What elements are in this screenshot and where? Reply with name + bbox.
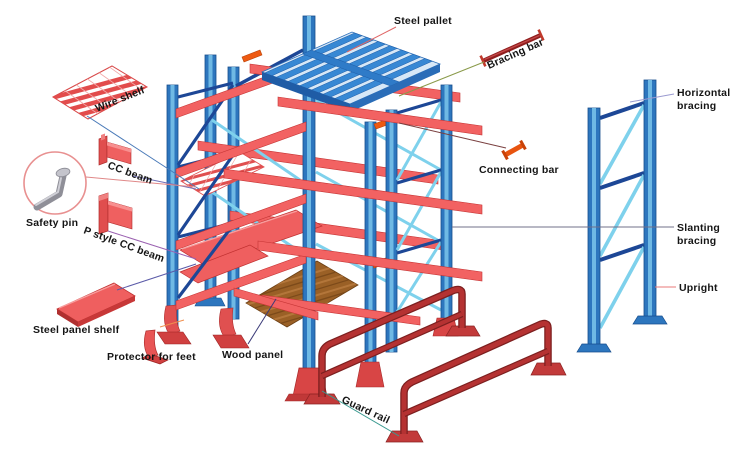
horizontal-bracing-label-line1: Horizontal bbox=[677, 87, 730, 99]
horizontal-brace bbox=[599, 101, 645, 120]
upright-label: Upright bbox=[679, 282, 718, 294]
steel-panel-shelf-icon bbox=[56, 282, 136, 327]
leader-lines bbox=[85, 26, 676, 437]
p-style-cc-beam-leader-line bbox=[107, 230, 197, 260]
rack-upright-column bbox=[227, 66, 240, 320]
horizontal-bracing-leader-line bbox=[629, 93, 675, 103]
wood-panel-leader-line bbox=[247, 298, 277, 345]
horizontal-brace bbox=[599, 171, 645, 190]
safety-pin-icon bbox=[23, 151, 87, 215]
p-style-cc-beam-icon bbox=[98, 192, 133, 235]
foot-protector-icon bbox=[141, 329, 169, 365]
connecting-bar-label: Connecting bar bbox=[479, 164, 559, 176]
right-frame-braces bbox=[395, 98, 443, 313]
rack-foot-protector bbox=[212, 307, 250, 349]
steel-panel-shelf-leader-line bbox=[116, 263, 197, 291]
steel-panel-shelf-label: Steel panel shelf bbox=[33, 324, 120, 336]
bracing-bar-icon bbox=[479, 29, 545, 67]
rack-upright-column bbox=[385, 109, 398, 353]
horizontal-brace bbox=[599, 243, 645, 262]
steel-pallet-drawing bbox=[260, 31, 442, 112]
rack-beams-front bbox=[223, 96, 483, 326]
steel-pallet-leader-line bbox=[346, 26, 397, 53]
slanting-bracing-label-line1: Slanting bbox=[677, 222, 720, 234]
guard-rail-leader-line bbox=[321, 390, 400, 437]
slanting-brace bbox=[598, 104, 646, 185]
slanting-brace bbox=[598, 174, 646, 257]
guard-rail-front-drawing bbox=[385, 319, 567, 443]
cc-beam-leader-line bbox=[132, 175, 197, 190]
upright-column bbox=[632, 79, 668, 325]
connecting-bar-top bbox=[241, 49, 263, 63]
protector-leader-line bbox=[159, 319, 185, 328]
steel-pallet-label: Steel pallet bbox=[394, 15, 452, 27]
rack-upright-column bbox=[156, 84, 192, 345]
slanting-brace bbox=[598, 246, 646, 329]
rack-beams-left-face bbox=[175, 61, 307, 311]
bracing-bar-leader-line bbox=[398, 61, 485, 97]
protector-for-feet-label: Protector for feet bbox=[107, 351, 196, 363]
slanting-bracing-label-line2: bracing bbox=[677, 235, 716, 247]
safety-pin-leader-line bbox=[85, 176, 197, 188]
guard-rail-rear-drawing bbox=[303, 285, 481, 405]
p-style-beams-in-rack bbox=[179, 209, 323, 284]
safety-pin-label: Safety pin bbox=[26, 217, 78, 229]
wire-shelf-leader-line bbox=[86, 115, 200, 190]
connecting-bar-icon bbox=[501, 139, 527, 161]
rack-upright-column bbox=[355, 121, 385, 388]
horizontal-bracing-label-line2: bracing bbox=[677, 100, 716, 112]
foot-protector-on-rack bbox=[164, 304, 181, 336]
cc-beam-icon bbox=[98, 133, 132, 166]
connecting-bar-leader-line bbox=[398, 122, 507, 149]
wood-panel-label: Wood panel bbox=[222, 349, 283, 361]
